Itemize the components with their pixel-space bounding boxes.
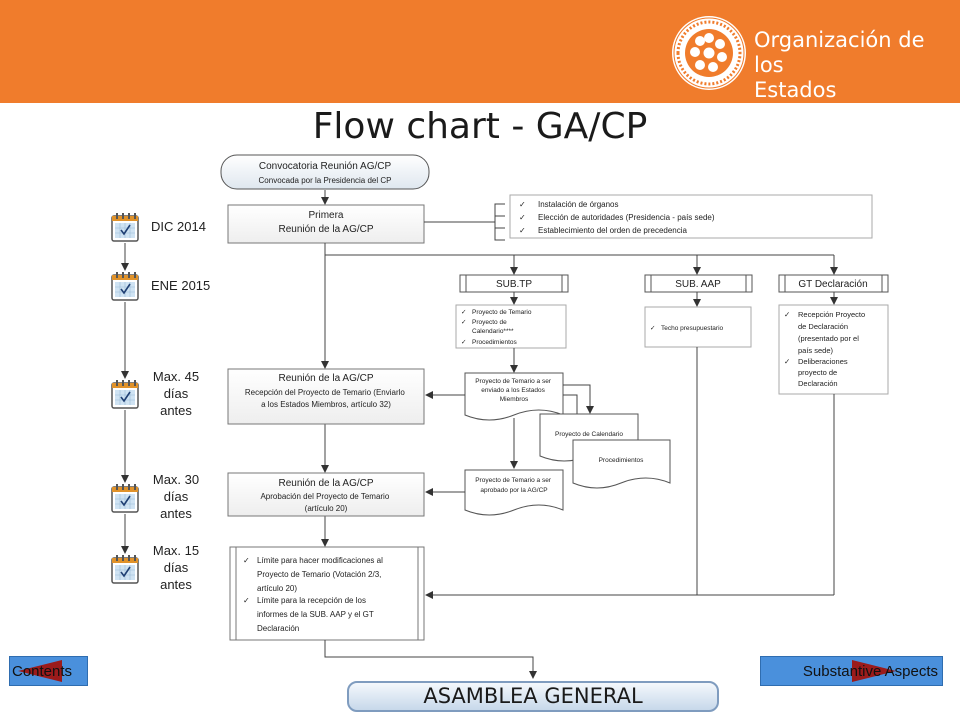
asamblea-general-box: ASAMBLEA GENERAL (347, 681, 719, 712)
doc-calendario-text: Proyecto de Calendario (555, 431, 623, 438)
doc-enviado-text: Proyecto de Temario a ser enviado a los … (475, 378, 553, 403)
limits-box (229, 546, 425, 641)
svg-text:✓Proyecto de Temario ✓Proy: ✓Proyecto de Temario ✓Proyecto de Calend… (461, 309, 533, 346)
reunion-recepcion-box (227, 368, 425, 425)
header-banner: Organización de los Estados Americanos (0, 0, 960, 127)
calendar-icon (111, 554, 139, 584)
limits-text: ✓Límite para hacer modificaciones al Pro… (243, 556, 385, 633)
sub-tp-items-box (455, 304, 567, 349)
calendar-icon (111, 379, 139, 409)
org-name-line1: Organización de los (754, 28, 925, 77)
svg-text:✓Instalación de órganos ✓: ✓Instalación de órganos ✓Elección de aut… (519, 200, 717, 235)
primera-item: Establecimiento del orden de precedencia (538, 226, 688, 235)
timeline-label-dic: DIC 2014 (151, 219, 206, 234)
doc-aprobado-text: Proyecto de Temario a ser aprobado por l… (475, 477, 553, 494)
doc-temario-enviado (464, 372, 564, 421)
page-title: Flow chart - GA/CP (312, 106, 648, 147)
sub-aap-items-box (644, 306, 752, 348)
primera-item: Elección de autoridades (Presidencia - p… (538, 213, 715, 222)
substantive-aspects-nav-button[interactable]: Substantive Aspects (760, 656, 943, 686)
calendar-icon (111, 212, 139, 242)
primera-items-box (509, 194, 873, 239)
convocatoria-box (220, 154, 430, 190)
primera-subtitle: Reunión de la AG/CP (278, 224, 373, 235)
timeline-label-ene: ENE 2015 (151, 278, 210, 293)
substantive-aspects-label: Substantive Aspects (802, 663, 938, 680)
reunion3-desc: Aprobación del Proyecto de Temario (artí… (260, 492, 391, 513)
contents-nav-button[interactable]: Contents (9, 656, 88, 686)
sub-aap-item: Techo presupuestario (661, 325, 724, 332)
primera-reunion-box (227, 204, 425, 244)
gt-declaracion-label: GT Declaración (798, 279, 867, 290)
svg-text:✓Techo presupuestario: ✓Techo presupuestario (650, 325, 724, 332)
doc-procedimientos (572, 439, 671, 489)
gt-items-text: ✓Recepción Proyecto de Declaración (pres… (784, 310, 867, 388)
convocatoria-subtitle: Convocada por la Presidencia del CP (259, 176, 392, 185)
reunion3-title: Reunión de la AG/CP (278, 478, 373, 489)
reunion2-desc: Recepción del Proyecto de Temario (Envia… (245, 388, 407, 409)
doc-temario-aprobado (464, 469, 564, 516)
primera-item: Instalación de órganos (538, 200, 619, 209)
reunion-aprobacion-box (227, 472, 425, 517)
sub-tp-item: Proyecto de Temario (472, 309, 532, 316)
sub-tp-item: Procedimientos (472, 339, 518, 346)
primera-title: Primera (308, 210, 343, 221)
gt-items-box (778, 304, 889, 395)
oas-seal-logo (672, 16, 746, 90)
org-name: Organización de los Estados Americanos (754, 28, 960, 128)
convocatoria-title: Convocatoria Reunión AG/CP (259, 161, 392, 172)
doc-procedimientos-text: Procedimientos (599, 457, 645, 464)
calendar-icon (111, 483, 139, 513)
sub-aap-header (644, 274, 753, 293)
back-arrow-icon (18, 660, 62, 682)
contents-label: Contents (12, 663, 73, 680)
sub-aap-label: SUB. AAP (675, 279, 721, 290)
org-name-line2: Estados Americanos (754, 78, 878, 127)
reunion2-title: Reunión de la AG/CP (278, 373, 373, 384)
forward-arrow-icon (852, 660, 896, 682)
sub-tp-label: SUB.TP (496, 279, 532, 290)
calendar-icon (111, 271, 139, 301)
